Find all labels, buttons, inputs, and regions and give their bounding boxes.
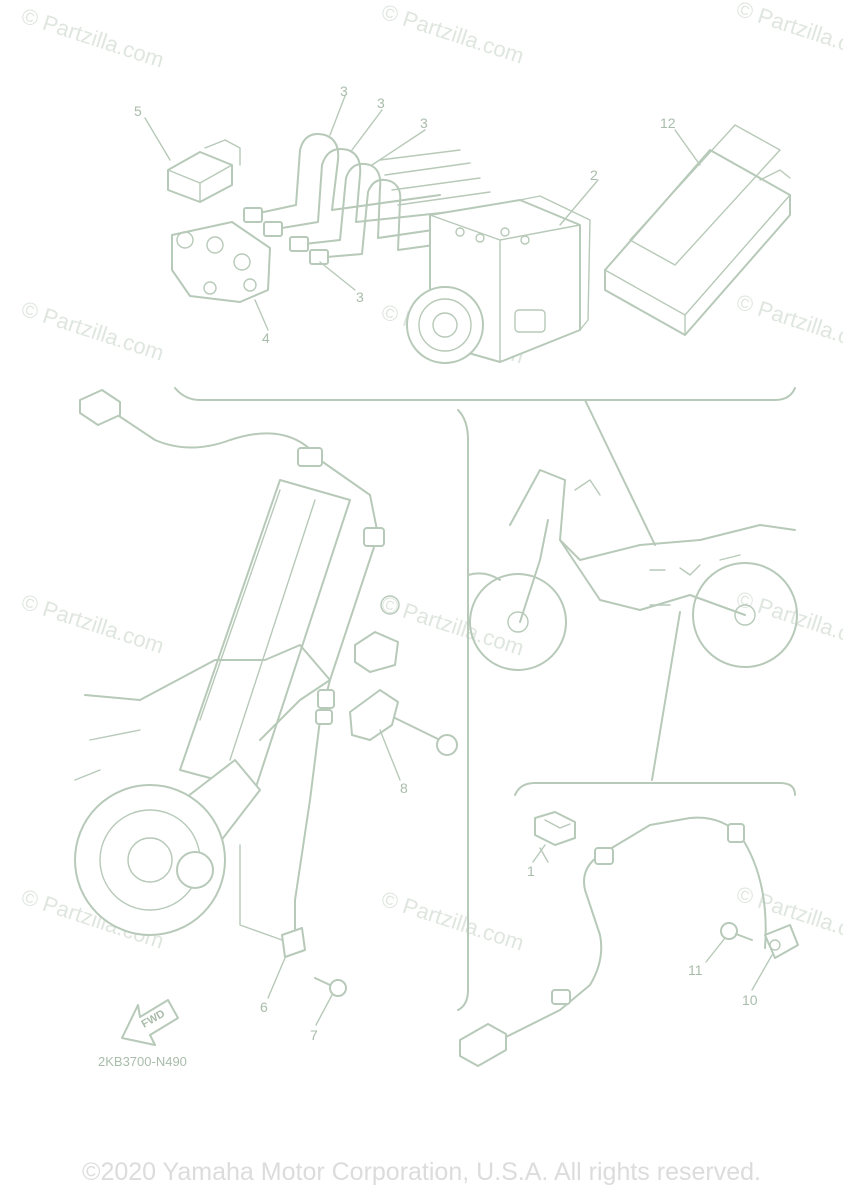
watermark: © Partzilla.com [18,3,167,73]
callout-3: 3 [420,115,428,131]
motorcycle-outline [467,469,798,671]
callout-1: 1 [527,863,535,879]
top-group-leader [584,399,656,546]
hose-joint-part-4 [171,221,271,303]
bolt-part-11 [720,922,753,941]
callout-labels: 5 3 3 3 3 2 12 4 8 1 11 10 6 7 [134,83,758,1043]
clamp-part-1 [534,811,576,863]
connector-part-5 [167,139,241,203]
callout-5: 5 [134,103,142,119]
callout-6: 6 [260,999,268,1015]
watermark: © Partzilla.com [733,0,843,66]
copyright-notice: ©2020 Yamaha Motor Corporation, U.S.A. A… [82,1158,761,1186]
watermark: © Partzilla.com [18,296,167,366]
section-divider [457,409,469,1011]
callout-12: 12 [660,115,676,131]
callout-leaders [144,95,773,1026]
watermark: © Partzilla.com [733,289,843,359]
callout-3: 3 [377,95,385,111]
watermark: © Partzilla.com [378,886,527,956]
front-fork-assembly [74,479,351,936]
rear-group-bracket [514,782,796,796]
callout-10: 10 [742,992,758,1008]
watermark: © Partzilla.com [378,0,527,69]
callout-7: 7 [310,1027,318,1043]
watermark: © Partzilla.com [18,589,167,659]
callout-8: 8 [400,780,408,796]
callout-4: 4 [262,330,270,346]
callout-11: 11 [688,962,703,978]
fwd-arrow: FWD [121,999,179,1046]
callout-3: 3 [340,83,348,99]
callout-3: 3 [356,289,364,305]
abs-hydraulic-unit-part-2 [406,195,591,364]
callout-2: 2 [590,167,598,183]
rear-wheel-sensor-lead [459,816,767,1067]
ecu-part-12 [604,124,791,336]
diagram-code: 2KB3700-N490 [98,1054,187,1069]
rear-wheel-sensor-part-10 [764,924,799,959]
bracket-part-8 [349,689,458,756]
watermark: © Partzilla.com [378,591,527,661]
clip-part [354,595,400,673]
front-wheel-sensor-part-6 [239,844,306,958]
top-group-bracket [174,387,796,401]
front-wheel-sensor-lead [79,389,385,936]
lower-group-leader [651,611,681,781]
bolt-part-7 [314,977,347,997]
brake-pipes-part-3 [243,133,491,265]
